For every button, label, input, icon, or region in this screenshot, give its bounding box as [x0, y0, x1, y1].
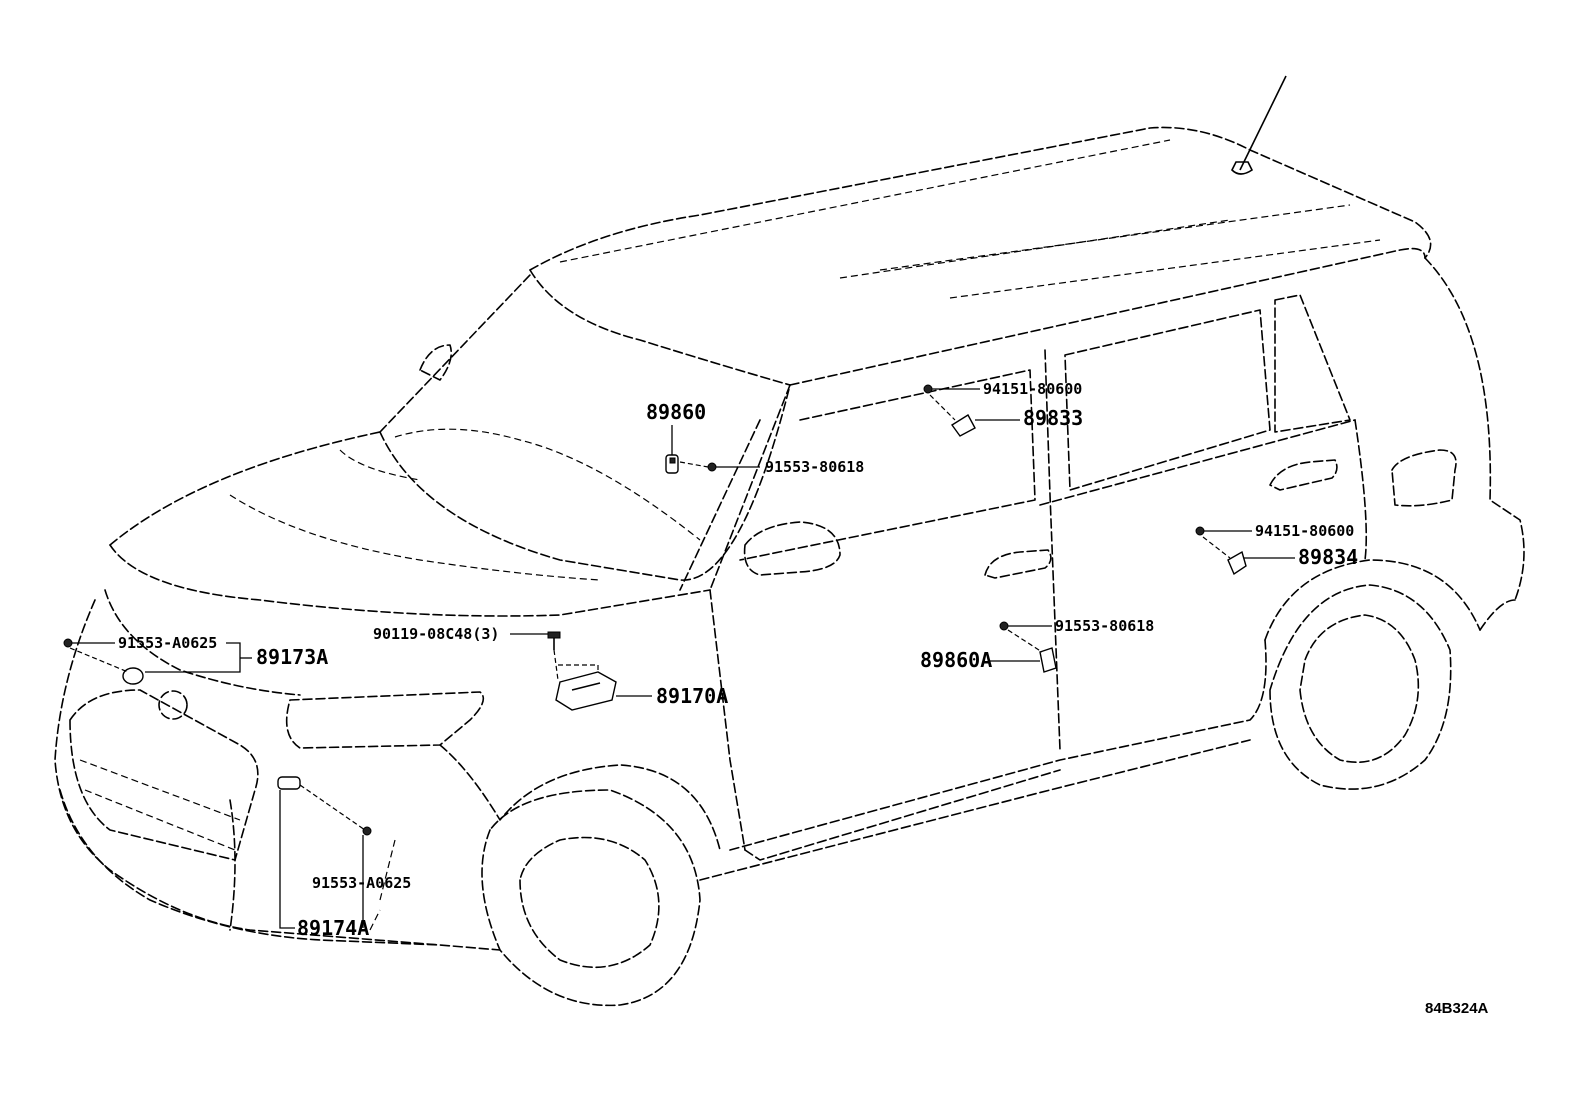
label-91553-a0625-b: 91553-A0625 [312, 874, 411, 892]
parts [63, 384, 1247, 836]
callout-labels: 89860 91553-80618 94151-80600 89833 9415… [118, 380, 1489, 1017]
nut-91553-a0625-b [362, 826, 372, 836]
nut-91553-80618-b [999, 621, 1009, 631]
nut-94151-80600-b [1195, 526, 1205, 536]
leader-lines [69, 388, 1295, 929]
vehicle-outline [54, 75, 1525, 1007]
label-89174a: 89174A [297, 916, 369, 940]
diagram-reference-code: 84B324A [1425, 1000, 1489, 1017]
bolt-90119 [547, 631, 561, 650]
sensor-89834 [1227, 550, 1247, 576]
label-89170a: 89170A [656, 684, 728, 708]
label-89833: 89833 [1023, 406, 1083, 430]
airbag-ecu-89170a [555, 671, 617, 711]
nut-91553-a0625-a [63, 638, 73, 648]
label-91553-80618-b: 91553-80618 [1055, 617, 1154, 635]
label-91553-80618-a: 91553-80618 [765, 458, 864, 476]
sensor-89833 [950, 414, 976, 437]
label-89860a: 89860A [920, 648, 992, 672]
nut-91553-80618-a [707, 462, 717, 472]
label-89173a: 89173A [256, 645, 328, 669]
sensor-89860 [665, 454, 679, 474]
sensor-89860a [1039, 647, 1057, 673]
label-94151-80600-a: 94151-80600 [983, 380, 1082, 398]
antenna [1239, 75, 1287, 171]
label-91553-a0625-a: 91553-A0625 [118, 634, 217, 652]
sensor-89173a [122, 667, 144, 685]
label-89860: 89860 [646, 400, 706, 424]
nut-94151-80600-a [923, 384, 933, 394]
label-89834: 89834 [1298, 545, 1358, 569]
label-94151-80600-b: 94151-80600 [1255, 522, 1354, 540]
sensor-89174a [277, 776, 301, 790]
label-90119-08c48: 90119-08C48(3) [373, 625, 499, 643]
